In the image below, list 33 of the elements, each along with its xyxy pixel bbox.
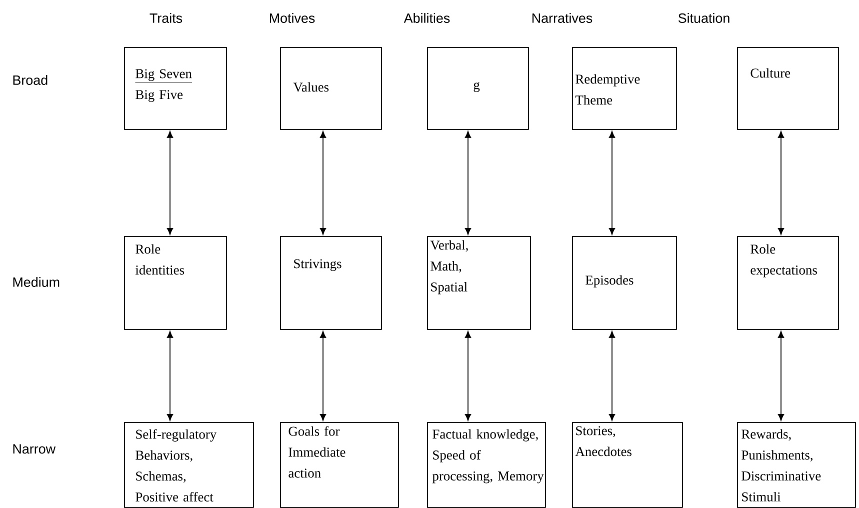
box: Culture	[737, 47, 839, 130]
box: Big Seven Big Five	[124, 47, 227, 130]
row-label: Narrow	[13, 444, 56, 454]
row-label: Medium	[13, 277, 60, 287]
box: Goals for Immediate action	[280, 422, 399, 508]
column-heading: Narratives	[532, 13, 592, 23]
box: Rewards, Punishments, Discriminative Stimuli	[737, 422, 856, 508]
column-heading: Abilities	[404, 13, 450, 23]
arrow	[608, 331, 616, 421]
arrow	[778, 331, 784, 421]
column-heading: Traits	[150, 13, 182, 23]
box: Role expectations	[737, 236, 839, 330]
arrow	[464, 331, 472, 421]
arrow	[608, 131, 616, 235]
row-label: Broad	[13, 75, 48, 85]
box: Strivings	[280, 236, 382, 330]
arrow	[166, 131, 174, 235]
box: Role identities	[124, 236, 227, 330]
box: g	[427, 47, 529, 130]
box: Verbal, Math, Spatial	[427, 236, 531, 330]
box: Factual knowledge, Speed of processing, Memory	[427, 422, 546, 508]
box: Self-regulatory Behaviors, Schemas, Positive affect	[124, 422, 254, 508]
column-heading: Motives	[270, 13, 315, 23]
arrow	[320, 131, 326, 235]
arrow	[778, 131, 784, 235]
arrow	[320, 331, 326, 421]
arrow	[464, 131, 472, 235]
box: Stories, Anecdotes	[572, 422, 683, 508]
box: Values	[280, 47, 382, 130]
column-heading: Situation	[678, 13, 730, 23]
box: Episodes	[572, 236, 677, 330]
arrow	[166, 331, 174, 421]
box: Redemptive Theme	[572, 47, 677, 130]
